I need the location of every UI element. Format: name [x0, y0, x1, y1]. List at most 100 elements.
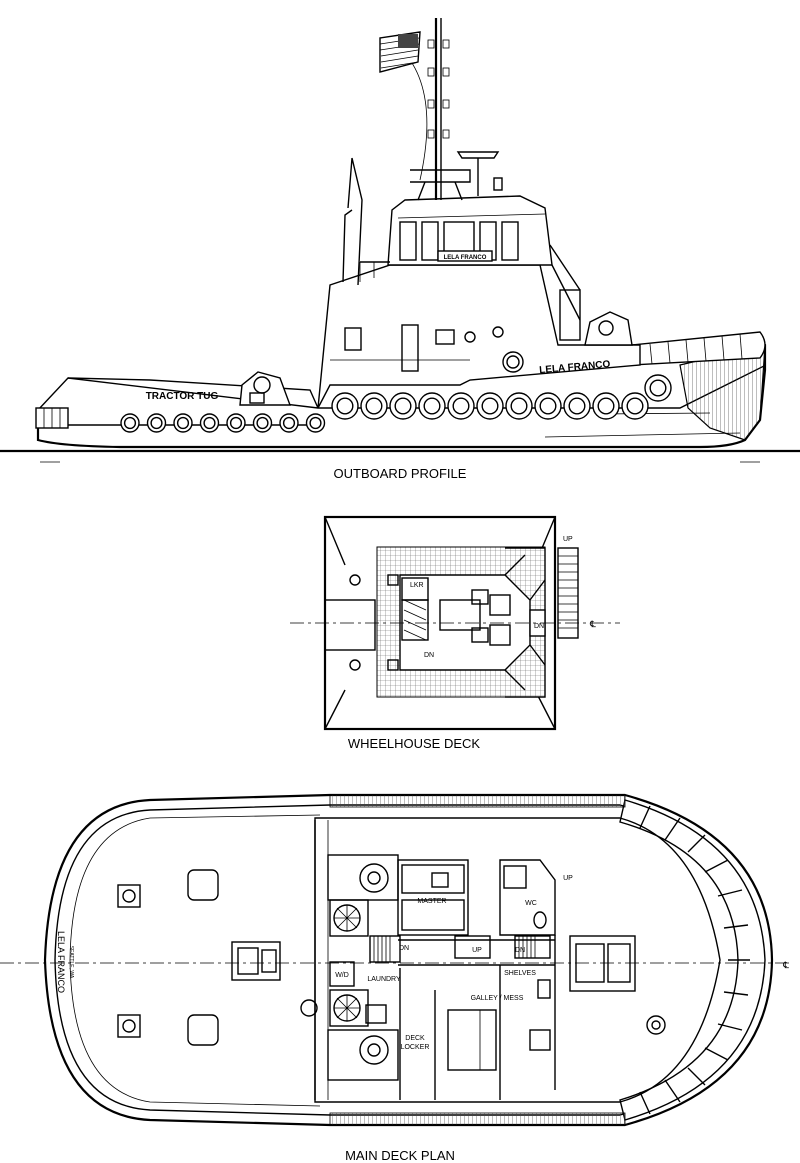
tire-fender-hub [452, 397, 470, 415]
dn-label-right: DN [534, 623, 544, 630]
tire-fender [305, 413, 326, 433]
aft-winch-plan [231, 941, 281, 981]
tire-fender-hub [649, 379, 667, 397]
locker-label: LKR [410, 582, 424, 589]
dn-stair-2-label: DN [515, 947, 525, 954]
tire-fender-hub [336, 397, 354, 415]
deck-locker-label-2: LOCKER [401, 1044, 430, 1051]
main-deck-outline [43, 793, 774, 1127]
tire-fenders [120, 374, 672, 433]
transom-name-label: LELA FRANCO [56, 931, 66, 993]
tire-fender-hub [539, 397, 557, 415]
wc-label: WC [525, 900, 537, 907]
stair-dn-main [369, 935, 401, 963]
stair-dn-2 [514, 935, 551, 959]
bow-winch-plan [569, 935, 636, 992]
up-label: UP [563, 536, 573, 543]
tire-fender-hub [150, 416, 163, 430]
bow-winch [584, 311, 633, 346]
galley-counter [447, 1009, 497, 1071]
washer-dryer [329, 961, 355, 987]
tire-fender [173, 413, 193, 433]
tire-fender-hub [423, 397, 441, 415]
tire-fender [621, 392, 649, 420]
wheelhouse-interior [399, 574, 531, 671]
tire-fender [360, 392, 388, 420]
up-stair-label: UP [472, 947, 482, 954]
porthole-large [502, 351, 524, 373]
deck-hatch [187, 1014, 219, 1046]
external-ladder [557, 547, 579, 639]
wheelhouse-name-board-label: LELA FRANCO [444, 255, 487, 261]
tank-lower [327, 1029, 399, 1081]
tire-fender-hub [123, 416, 137, 430]
main-deckhouse [317, 264, 641, 409]
tire-fender [563, 392, 591, 420]
tire-fender [252, 413, 273, 433]
tire-fender-hub [568, 397, 586, 415]
aft-towing-winch [239, 371, 292, 406]
master-cabin [397, 859, 469, 936]
tire-fender [120, 413, 140, 433]
laundry-label: LAUNDRY [367, 976, 401, 983]
radar-antenna [456, 151, 500, 159]
tire-fender-hub [481, 397, 499, 415]
tire-fender [226, 413, 246, 433]
mast [401, 18, 503, 201]
tire-fender-hub [626, 397, 644, 415]
tire-fender [279, 413, 299, 433]
tire-fender [476, 392, 504, 420]
tire-fender [534, 392, 562, 420]
tire-fender [418, 392, 446, 420]
centerline-symbol: ℄ [589, 619, 596, 629]
tire-fender [199, 413, 220, 433]
up-ladder-label: UP [563, 875, 573, 882]
tire-fender-hub [203, 416, 216, 430]
tire-fender [146, 413, 167, 433]
tractor-tug-label: TRACTOR TUG [146, 391, 219, 402]
exhaust-stack [347, 157, 363, 286]
house-vent [344, 327, 362, 351]
tire-fender-hub [510, 397, 528, 415]
main-deck-plan-title: MAIN DECK PLAN [345, 1148, 455, 1163]
washer-dryer-label: W/D [335, 972, 349, 979]
tire-fender-hub [394, 397, 412, 415]
us-flag [379, 31, 421, 73]
stair-up [454, 935, 491, 959]
porthole [492, 326, 504, 338]
master-label: MASTER [417, 898, 446, 905]
tire-fender [505, 392, 533, 420]
capstan [646, 1015, 666, 1035]
transom-port-label: SEATTLE, WA [68, 946, 74, 979]
deck-hatch [187, 869, 219, 901]
dn-stair-label: DN [399, 945, 409, 952]
shelves-label: SHELVES [504, 970, 536, 977]
name-board [437, 250, 493, 262]
dn-label: DN [424, 652, 434, 659]
tire-fender [389, 392, 417, 420]
porthole [464, 331, 476, 343]
tire-fender [644, 374, 672, 402]
deck-locker-label-1: DECK [405, 1035, 425, 1042]
centerline-symbol-main: ℄ [782, 960, 789, 970]
outboard-profile-view [0, 18, 800, 463]
tire-fender-hub [597, 397, 615, 415]
tire-fender-hub [229, 416, 243, 430]
ladder [559, 289, 581, 341]
tire-fender [592, 392, 620, 420]
console [439, 599, 481, 631]
tire-fender-hub [309, 416, 322, 430]
wc [499, 859, 556, 936]
wheelhouse-deck-view [290, 515, 620, 731]
tire-fender-hub [176, 416, 190, 430]
galley-mess-label: GALLEY / MESS [471, 995, 524, 1002]
main-deck-plan-view [0, 793, 790, 1127]
tire-fender-hub [256, 416, 269, 430]
tire-fender [447, 392, 475, 420]
wheelhouse-deck-title: WHEELHOUSE DECK [348, 736, 481, 751]
house-door [401, 324, 419, 372]
tire-fender-hub [282, 416, 296, 430]
tire-fender [331, 392, 359, 420]
tire-fender-hub [365, 397, 383, 415]
